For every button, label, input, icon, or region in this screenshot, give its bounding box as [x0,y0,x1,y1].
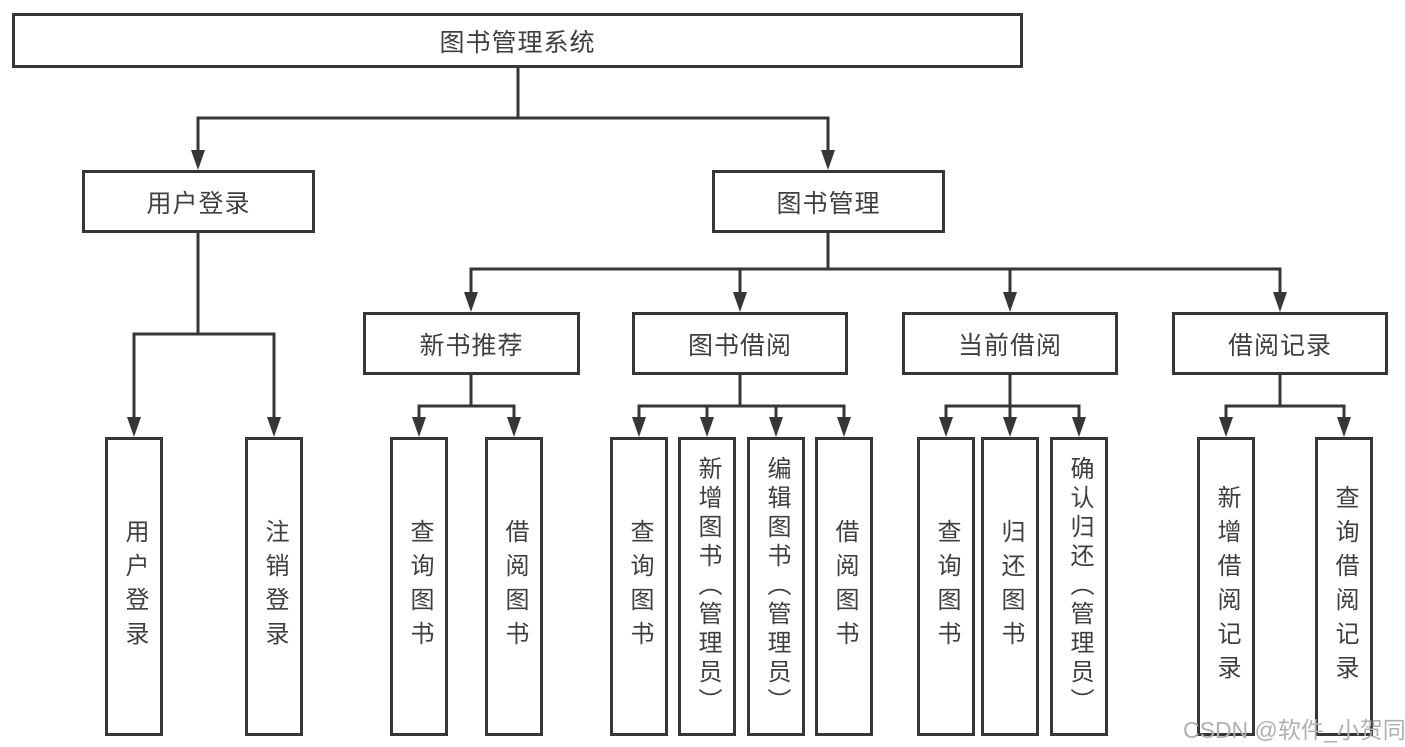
leaf-query-books-borrowing-label: 查询图书 [626,518,653,655]
leaf-confirm-return-admin-label: 确认归还（管理员） [1066,456,1093,717]
leaf-add-borrow-record-label: 新增借阅记录 [1213,484,1240,689]
leaf-query-borrow-record: 查询借阅记录 [1315,437,1373,736]
leaf-logout: 注销登录 [245,437,303,736]
leaf-return-book-label: 归还图书 [997,518,1024,655]
leaf-query-books-recommend-label: 查询图书 [406,518,433,655]
leaf-add-book-admin-label: 新增图书（管理员） [694,456,721,717]
node-current-borrowing: 当前借阅 [902,312,1118,375]
node-root-library-management-system: 图书管理系统 [12,13,1023,68]
leaf-query-books-borrowing: 查询图书 [610,437,668,736]
leaf-query-borrow-record-label: 查询借阅记录 [1331,484,1358,689]
node-book-borrowing: 图书借阅 [632,312,848,375]
node-new-book-recommendation: 新书推荐 [363,312,580,375]
arrowheads [127,150,1351,437]
leaf-user-login-label: 用户登录 [121,518,148,655]
leaf-borrow-books-recommend: 借阅图书 [485,437,543,736]
leaf-edit-book-admin-label: 编辑图书（管理员） [763,456,790,717]
leaf-query-books-recommend: 查询图书 [390,437,448,736]
node-borrowing-records: 借阅记录 [1172,312,1388,375]
leaf-query-books-current-label: 查询图书 [933,518,960,655]
leaf-borrow-books-borrowing: 借阅图书 [815,437,873,736]
node-user-login: 用户登录 [82,170,315,233]
leaf-query-books-current: 查询图书 [917,437,975,736]
leaf-add-book-admin: 新增图书（管理员） [678,437,736,736]
leaf-borrow-books-borrowing-label: 借阅图书 [831,518,858,655]
leaf-confirm-return-admin: 确认归还（管理员） [1050,437,1108,736]
leaf-add-borrow-record: 新增借阅记录 [1197,437,1255,736]
leaf-borrow-books-recommend-label: 借阅图书 [501,518,528,655]
csdn-watermark: CSDN @软件_小贺同学 [1183,717,1405,743]
leaf-user-login: 用户登录 [105,437,163,736]
leaf-logout-label: 注销登录 [261,518,288,655]
node-book-management: 图书管理 [712,170,945,233]
leaf-return-book: 归还图书 [981,437,1039,736]
leaf-edit-book-admin: 编辑图书（管理员） [747,437,805,736]
